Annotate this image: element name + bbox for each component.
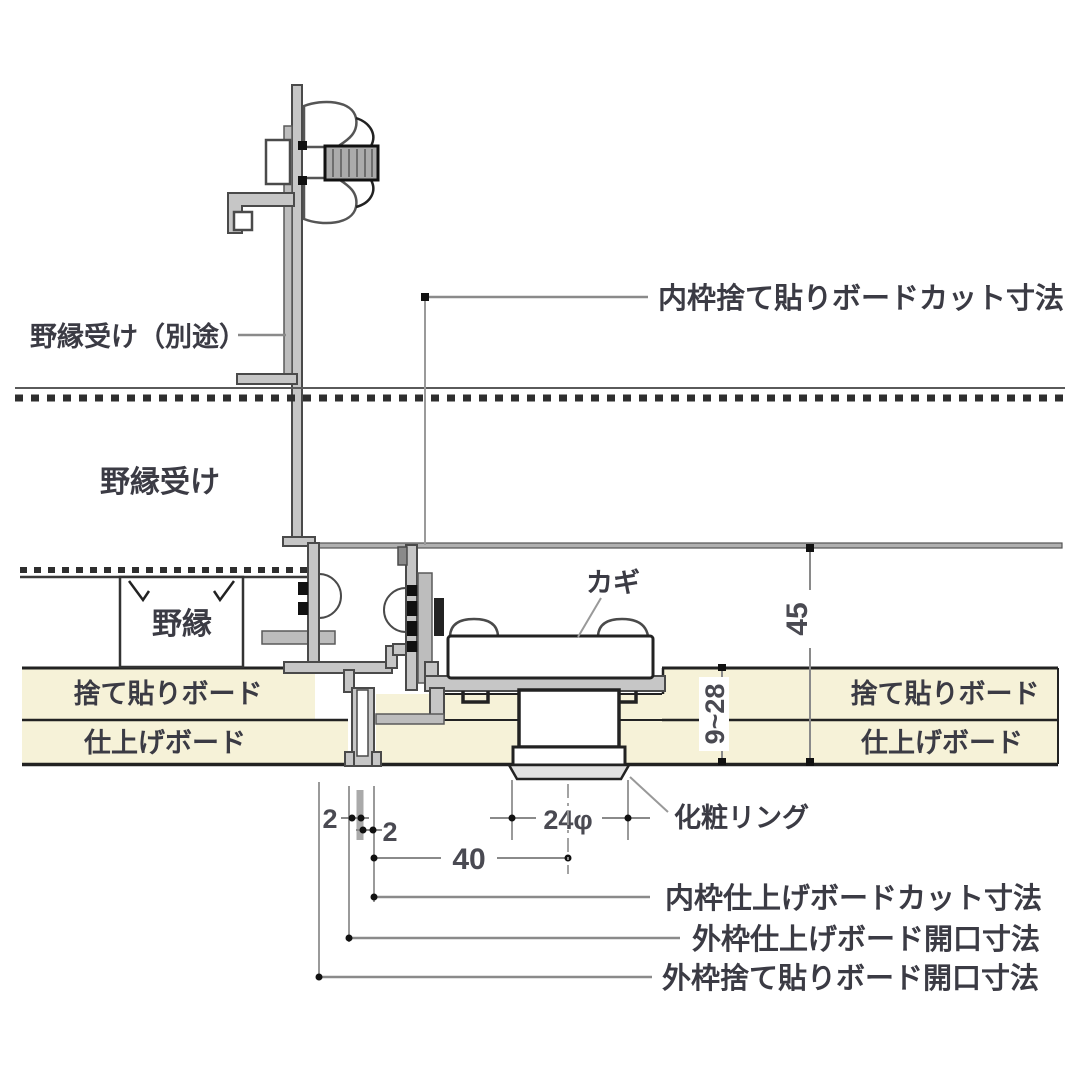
dim-24-dot2 [624,814,632,822]
outer-frame-screw-1 [298,582,308,595]
clip-rivet-top [298,141,307,150]
kagi-leader [577,597,602,638]
outer-frame [283,542,410,767]
dim-2b-dot2 [369,826,377,834]
left-shiage-label: 仕上げボード [83,728,246,758]
nobuchi-clip-right [212,580,236,603]
dim-24-dot1 [508,814,516,822]
sotowaku-sutebari-kaikou-label: 外枠捨て貼りボード開口寸法 [662,961,1039,995]
inner-frame-screw-3 [407,621,418,636]
top-annotations: 野縁受け（別途） 野縁受け 内枠捨て貼りボードカット寸法 [30,281,1064,545]
decorative-ring [506,763,632,781]
dim-2a-dot1 [348,814,356,822]
outer-frame-flange [283,661,393,674]
dim-40-dot1 [370,854,378,862]
channel-foot-lower [282,536,316,547]
kesho-ring-label: 化粧リング [674,802,809,833]
dim-2b-value: 2 [382,817,397,847]
dim-24-bg [536,800,602,832]
dimensions: 45 9~28 2 2 40 24φ [318,544,814,980]
dim-2a-value: 2 [322,804,337,834]
inner-frame-screw-1 [407,585,418,596]
dim-40-value: 40 [452,843,485,876]
lock-bump-left [448,617,500,638]
inner-frame-screw-2 [407,601,418,616]
kesho-ring-leader [629,776,669,813]
l-angle-hole [232,210,254,232]
nobuchi-uke-bekkyo-label: 野縁受け（別途） [30,321,246,352]
uchiwaku-shiage-cut-label: 内枠仕上げボードカット寸法 [665,882,1042,915]
nobuchi-label: 野縁 [152,608,212,641]
lock-clip-left [461,691,490,704]
outer-frame-channel-gap [356,689,369,757]
outer-frame-boss [318,572,342,620]
nobuchi-clip-left [127,580,151,603]
dim-45-tick-bottom [806,758,814,766]
inner-frame-boss [383,586,407,634]
hanger-rod [291,84,303,546]
lock-bump-right [596,617,650,638]
lock-barrel [517,688,621,749]
spring-clip-lower-lobe [302,176,358,225]
leader-dot-3 [315,973,323,981]
outer-frame-stub [343,669,355,693]
cut-dim-tick [421,293,429,301]
door-board-right [620,694,662,764]
hanger-bracket [264,138,292,186]
right-shiage-label: 仕上げボード [860,728,1023,758]
dim-40-bg [441,842,497,872]
outer-frame-foot-right [371,751,382,767]
dim-9-28-tick-top [718,664,726,671]
outer-frame-step-v [385,645,398,669]
inner-frame-screw-4 [407,641,418,652]
l-angle-clip [227,192,295,234]
lock-barrel-base [511,745,627,767]
left-shiage-board [22,720,348,765]
inner-frame [375,544,666,725]
latch-bar [261,630,336,645]
leader-dot-2 [345,934,353,942]
clip-rivet-bottom [298,176,307,185]
lock-assembly: カギ [446,568,655,781]
uchiwaku-sutebari-cut-label: 内枠捨て貼りボードカット寸法 [658,281,1064,315]
dim-9-28-value: 9~28 [700,684,730,745]
left-sutebari-label: 捨て貼りボード [74,678,263,709]
lock-body [446,634,655,680]
dim-9-28-tick-bottom [718,758,726,765]
dim-45-bg [782,590,812,648]
dim-9-28-bg [699,677,729,751]
channel-foot-upper [236,373,298,385]
spring-clip-arc-top [355,116,375,147]
dim-45-value: 45 [781,602,814,635]
door-board-left [376,694,520,764]
kagi-label: カギ [586,568,640,598]
inner-frame-slot [434,598,444,636]
nobuchi-outline [118,575,245,669]
inner-frame-top-stub [397,546,408,566]
dim-45-tick-top [806,544,814,552]
door-edge-bar [375,713,445,725]
spring-clip-upper-lobe [302,100,358,149]
bottom-leaders: 内枠仕上げボードカット寸法 外枠仕上げボード開口寸法 外枠捨て貼りボード開口寸法 [315,882,1042,995]
outer-frame-web [307,542,320,674]
leader-dot-1 [370,893,378,901]
spring-clip-arc-bottom [355,179,375,209]
right-sutebari-label: 捨て貼りボード [851,678,1040,709]
inner-frame-web [405,544,418,691]
left-sutebari-board [22,668,315,720]
nobuchi-uke-label: 野縁受け [100,466,220,499]
hanger-bolt-assembly [227,84,380,547]
outer-frame-screw-2 [298,602,308,615]
dim-2a-dot2 [357,814,365,822]
bolt-head [323,144,380,182]
outer-frame-foot-left [344,751,355,767]
sotowaku-shiage-kaikou-label: 外枠仕上げボード開口寸法 [692,923,1040,956]
dim-2b-dot1 [359,826,367,834]
